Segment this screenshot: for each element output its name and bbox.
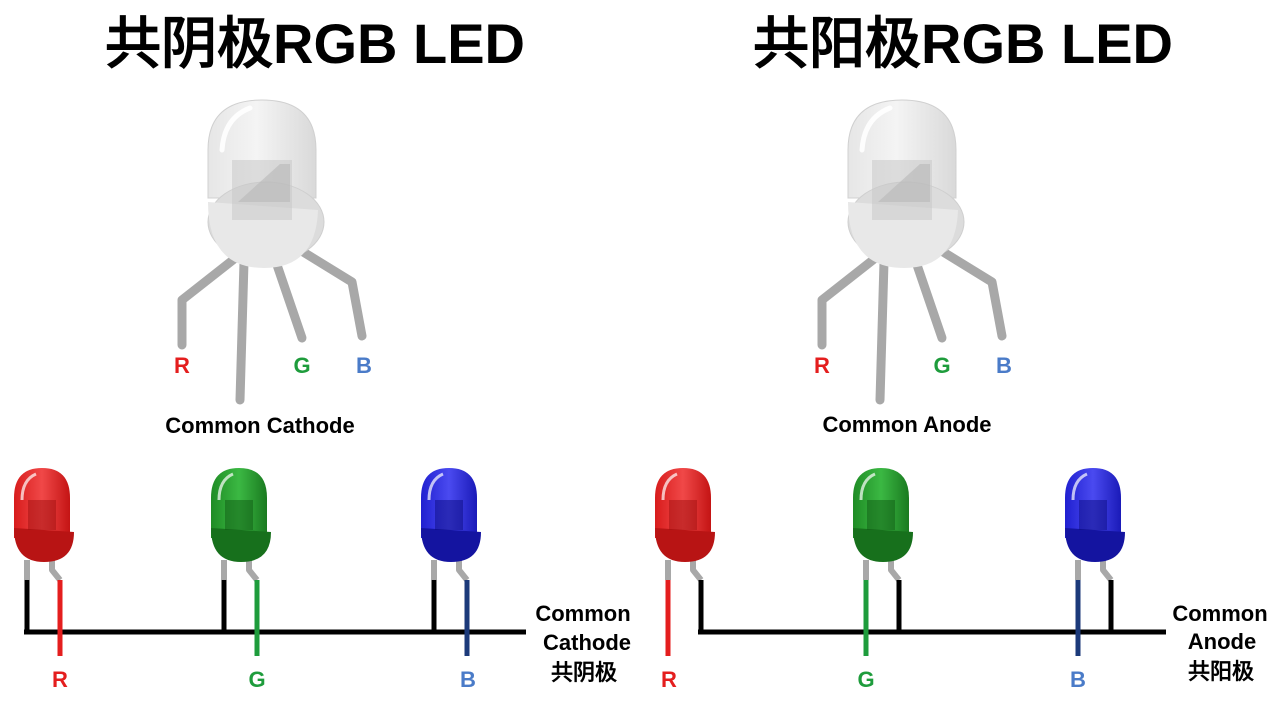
cathode-bus-label-line2: Cathode bbox=[543, 630, 631, 655]
anode-circuit-label-g: G bbox=[857, 667, 874, 692]
anode-section: 共阳极RGB LED R G B Common Anode bbox=[655, 12, 1268, 692]
cathode-bus-label-line1: Common bbox=[535, 601, 630, 626]
anode-circuit-label-b: B bbox=[1070, 667, 1086, 692]
anode-circuit: R G B Common Anode 共阳极 bbox=[655, 468, 1268, 692]
cathode-title: 共阴极RGB LED bbox=[105, 12, 525, 75]
cathode-pin-label-g: G bbox=[293, 353, 310, 378]
cathode-circuit-label-r: R bbox=[52, 667, 68, 692]
cathode-bus-label-line3: 共阴极 bbox=[551, 660, 618, 685]
anode-rgb-led-icon bbox=[817, 99, 1007, 405]
cathode-pin-label-b: B bbox=[356, 353, 372, 378]
anode-circuit-label-r: R bbox=[661, 667, 677, 692]
anode-green-led-icon bbox=[853, 468, 913, 656]
cathode-rgb-led-icon bbox=[177, 99, 367, 405]
cathode-section: 共阴极RGB LED R G B Common Cathode bbox=[14, 12, 631, 692]
anode-bus-label-line3: 共阳极 bbox=[1188, 659, 1255, 684]
anode-caption: Common Anode bbox=[822, 412, 991, 437]
anode-bus-label-line2: Anode bbox=[1188, 629, 1256, 654]
cathode-green-led-icon bbox=[211, 468, 271, 656]
cathode-pin-label-r: R bbox=[174, 353, 190, 378]
anode-pin-label-r: R bbox=[814, 353, 830, 378]
cathode-circuit-label-g: G bbox=[248, 667, 265, 692]
cathode-blue-led-icon bbox=[421, 468, 481, 656]
anode-title: 共阳极RGB LED bbox=[753, 12, 1173, 75]
anode-red-led-icon bbox=[655, 468, 715, 656]
anode-pin-label-g: G bbox=[933, 353, 950, 378]
cathode-circuit: R G B Common Cathode 共阴极 bbox=[14, 468, 631, 692]
cathode-caption: Common Cathode bbox=[165, 413, 354, 438]
cathode-circuit-label-b: B bbox=[460, 667, 476, 692]
anode-bus-label-line1: Common bbox=[1172, 601, 1267, 626]
cathode-red-led-icon bbox=[14, 468, 74, 656]
anode-pin-label-b: B bbox=[996, 353, 1012, 378]
anode-blue-led-icon bbox=[1065, 468, 1125, 656]
